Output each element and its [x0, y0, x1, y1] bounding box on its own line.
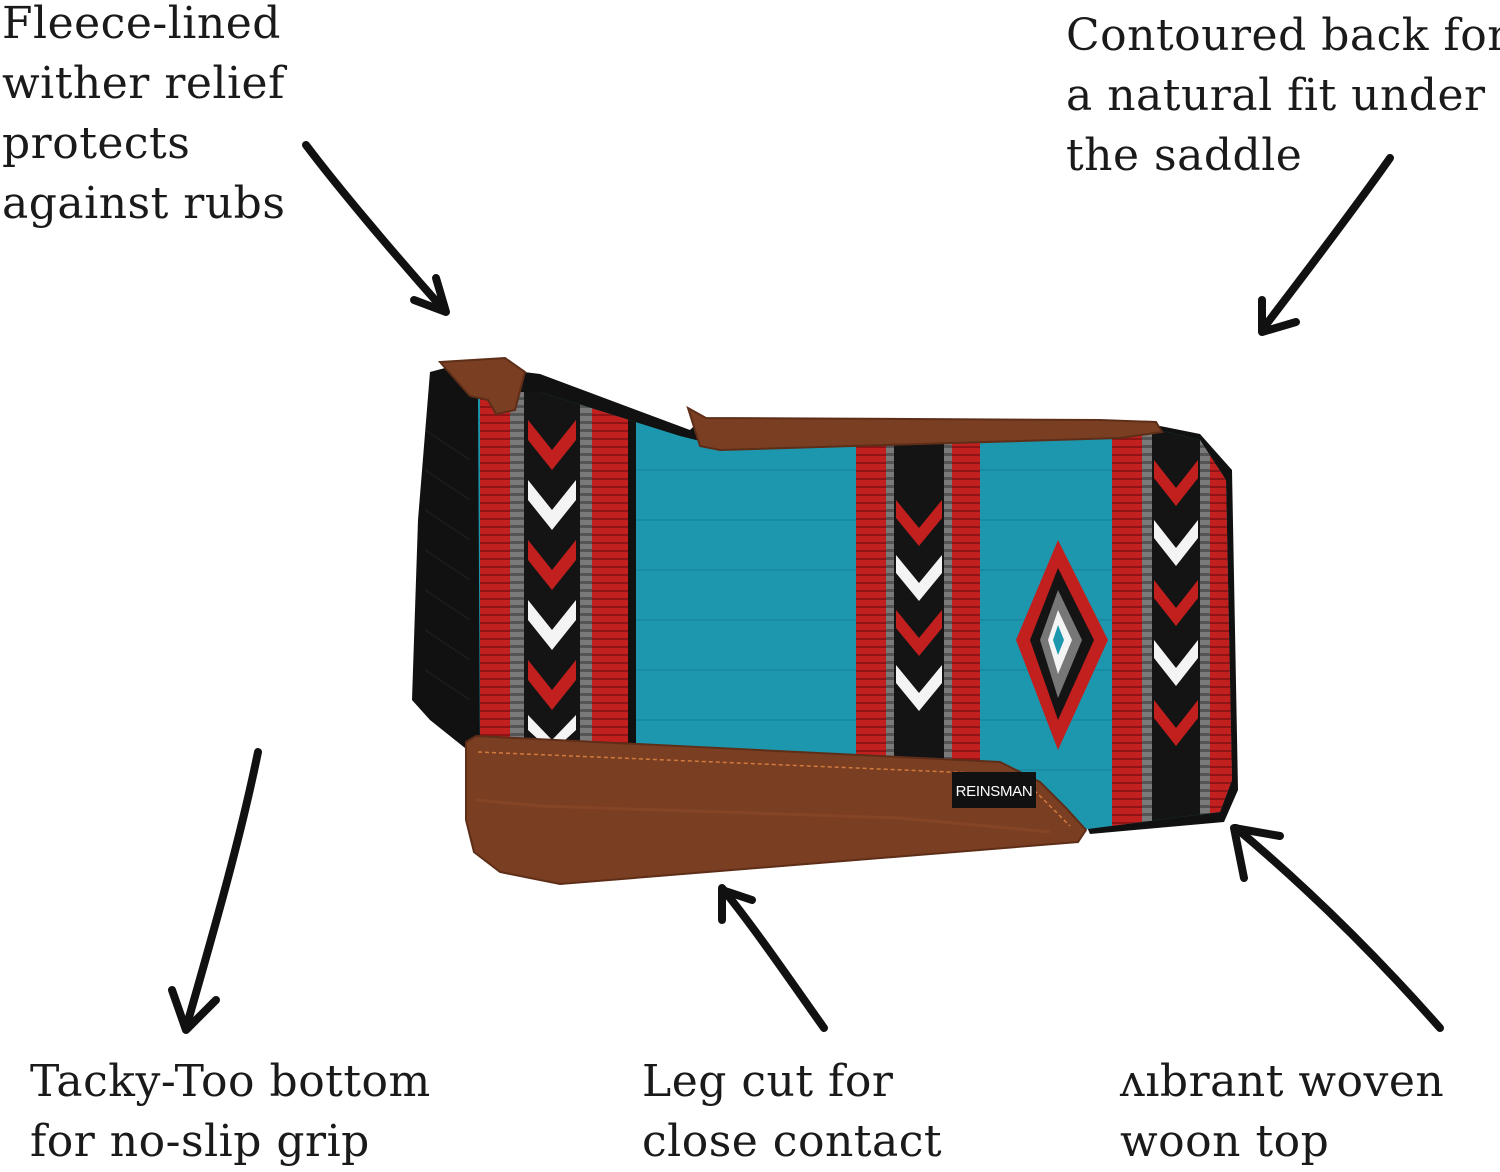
callout-line: wither relief [2, 58, 285, 109]
arrow-contour [1258, 154, 1394, 336]
callout-contoured-back: Contoured back for a natural fit under t… [1066, 6, 1500, 186]
callout-line: a natural fit under [1066, 70, 1486, 121]
brand-label-text: REINSMAN [956, 783, 1033, 800]
callout-line: close contact [642, 1116, 943, 1167]
arrow-tacky [168, 748, 262, 1034]
callout-line: Leg cut for [642, 1056, 894, 1107]
callout-line: ʌıbrant woven [1120, 1056, 1445, 1107]
feather-motifs-right [1154, 460, 1198, 746]
callout-line: Contoured back for [1066, 10, 1500, 61]
leg-cut-leather [465, 734, 1088, 886]
callout-line: Tacky-Too bottom [30, 1056, 431, 1107]
wither-leather-patch [437, 356, 527, 416]
feather-motifs-center [896, 500, 942, 711]
callout-line: for no-slip grip [30, 1116, 370, 1167]
callout-line: Fleece-lined [2, 0, 281, 49]
spine-leather-strip [686, 405, 1164, 452]
callout-line: the saddle [1066, 130, 1303, 181]
callout-line: against rubs [2, 178, 286, 229]
brand-label: REINSMAN [952, 772, 1036, 808]
callout-line: woon top [1120, 1116, 1330, 1167]
callout-leg-cut: Leg cut for close contact [642, 1052, 942, 1172]
arrow-woven [1230, 824, 1444, 1032]
tacky-too-mesh [424, 429, 471, 701]
arrow-fleece [302, 141, 450, 316]
diamond-motif [1016, 540, 1108, 750]
callout-fleece-wither-relief: Fleece-lined wither relief protects agai… [2, 0, 285, 234]
arrow-legcut [718, 884, 828, 1032]
callout-line: protects [2, 118, 191, 169]
callout-tacky-too-bottom: Tacky-Too bottom for no-slip grip [30, 1052, 431, 1172]
callout-vibrant-woven-top: ʌıbrant woven woon top [1120, 1052, 1444, 1172]
